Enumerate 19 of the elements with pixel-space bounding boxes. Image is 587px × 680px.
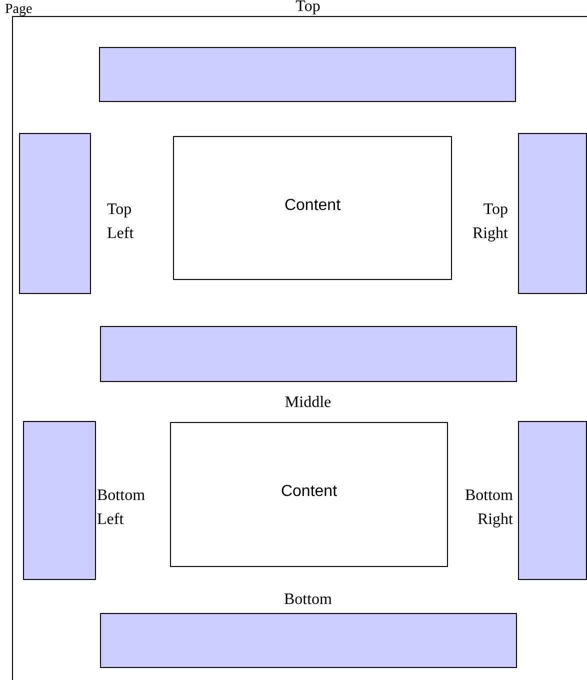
content-label: Content bbox=[280, 483, 338, 501]
content-label: Content bbox=[283, 197, 342, 215]
content-box bbox=[170, 422, 448, 567]
region-bar bbox=[100, 613, 517, 668]
region-bar bbox=[100, 326, 517, 382]
region-label: Bottom Right bbox=[464, 486, 513, 530]
page-label: Page bbox=[5, 2, 32, 18]
region-label: Bottom bbox=[282, 590, 333, 610]
region-bar bbox=[23, 421, 96, 580]
region-bar bbox=[19, 133, 91, 294]
region-bar bbox=[518, 133, 587, 294]
region-label: Bottom Left bbox=[97, 486, 146, 530]
content-box bbox=[173, 136, 452, 280]
region-label: Top Right bbox=[471, 200, 508, 244]
region-label: Top Left bbox=[107, 200, 135, 244]
region-bar bbox=[99, 47, 516, 102]
region-label: Top bbox=[294, 0, 322, 17]
region-label: Middle bbox=[284, 393, 332, 413]
region-bar bbox=[518, 421, 587, 580]
